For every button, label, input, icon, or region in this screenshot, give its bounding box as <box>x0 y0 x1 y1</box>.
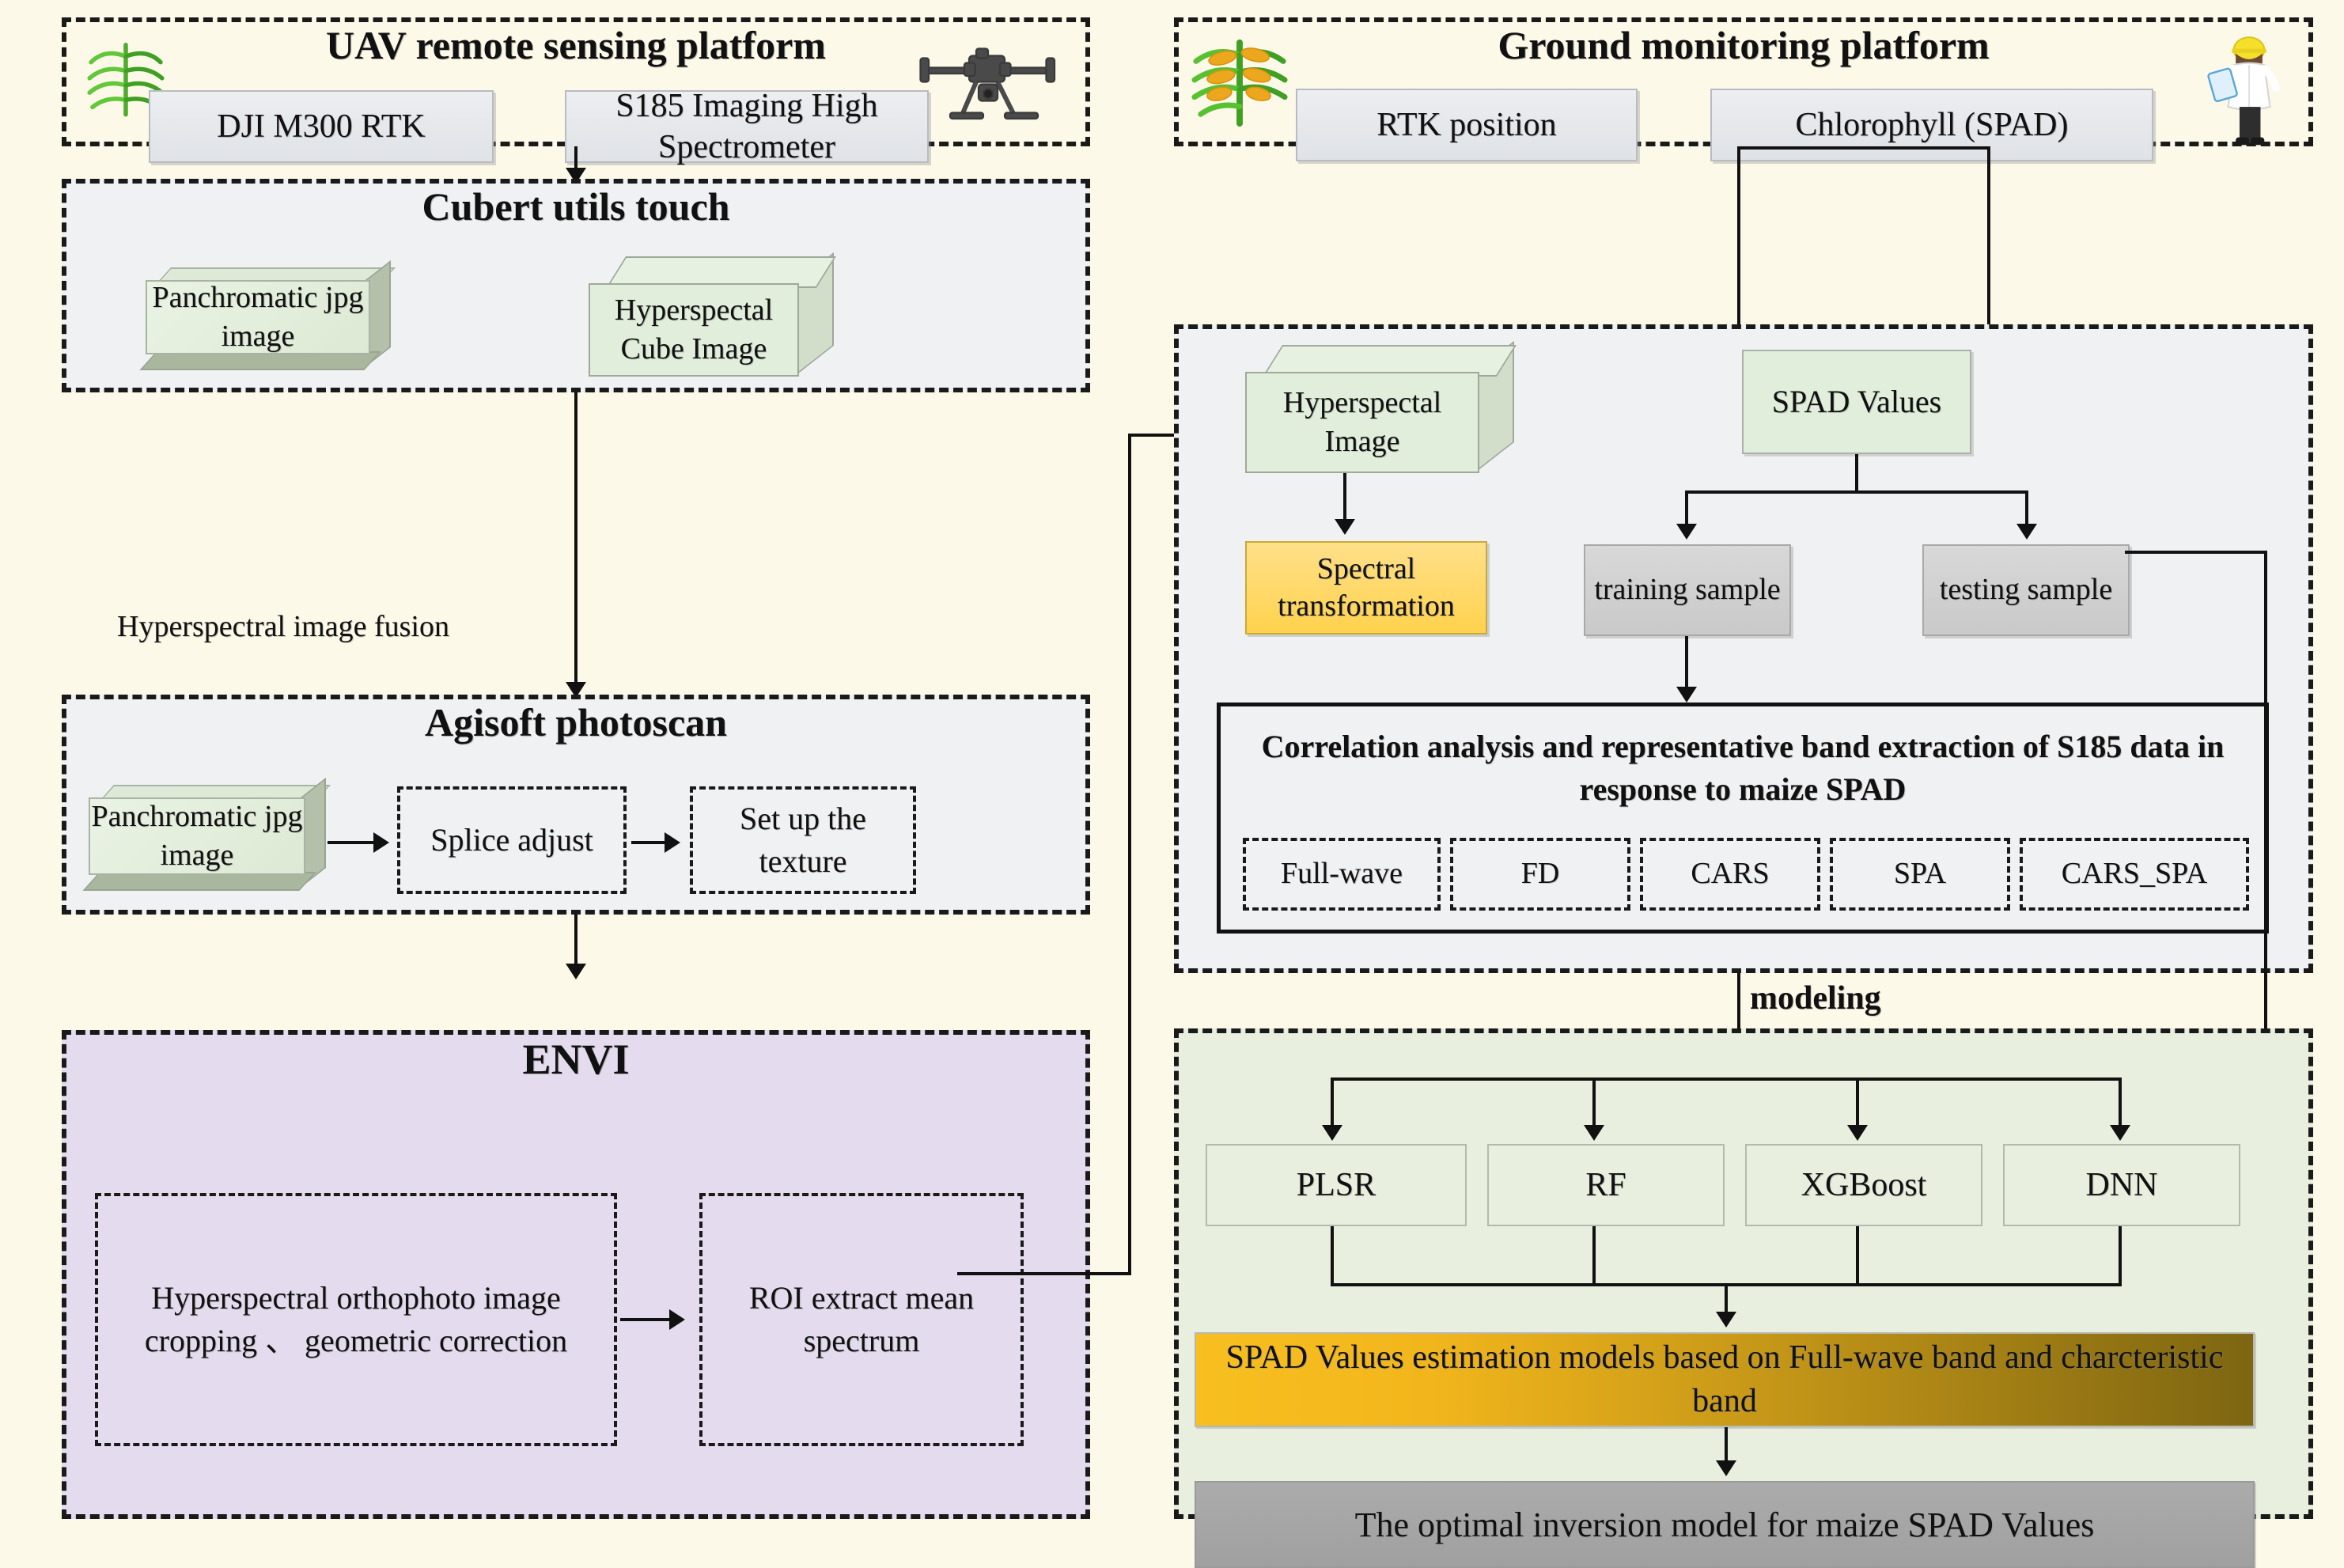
agisoft-step-splice-adjust[interactable]: Splice adjust <box>397 786 627 894</box>
arrow-estimation-to-optimal-head <box>1716 1460 1736 1476</box>
optimal-inversion-model-box[interactable]: The optimal inversion model for maize SP… <box>1195 1481 2255 1568</box>
agisoft-panel: Agisoft photoscan Panchromatic jpg image… <box>62 695 1090 915</box>
hyperspectral-cube-label: Hyperspectal Cube Image <box>589 283 799 377</box>
uav-box-spectrometer[interactable]: S185 Imaging High Spectrometer <box>565 88 929 165</box>
corn-plant-mature-icon <box>1191 39 1288 127</box>
arrow-ground-to-spad-line <box>1737 146 1740 343</box>
arrow-ground-to-spad-drop <box>1987 146 1990 343</box>
spectral-transformation-box[interactable]: Spectral transformation <box>1245 541 1487 634</box>
modeling-fanout-h2 <box>1584 1125 1604 1141</box>
arrow-cubert-to-agisoft-head <box>566 682 586 698</box>
method-box-cars-spa[interactable]: CARS_SPA <box>2020 838 2249 911</box>
connector-testing-down <box>2264 551 2267 1294</box>
cubert-panel: Cubert utils touch Panchromatic jpg imag… <box>62 179 1090 392</box>
hyperspectral-image-label: Hyperspectal Image <box>1245 372 1479 473</box>
panchromatic-jpg-label: Panchromatic jpg image <box>89 797 305 875</box>
analysis-panel: Hyperspectal Image Spectral transformati… <box>1174 324 2313 973</box>
scientist-icon <box>2207 36 2280 146</box>
hyperspectral-fusion-label: Hyperspectral image fusion <box>117 610 449 643</box>
correlation-analysis-title: Correlation analysis and representative … <box>1261 729 2225 807</box>
arrow-cube-to-spectral-line <box>1343 473 1346 527</box>
envi-step-cropping-correction[interactable]: Hyperspectral orthophoto image cropping … <box>95 1193 617 1446</box>
hyperspectral-cube-shape: Hyperspectal Cube Image <box>589 252 836 377</box>
hyperspectral-image-cube: Hyperspectal Image <box>1245 340 1517 473</box>
training-sample-box[interactable]: training sample <box>1584 544 1791 636</box>
modeling-fanin-head <box>1716 1312 1736 1327</box>
connector-roi-right-segment <box>957 1272 1131 1275</box>
drone-icon <box>919 47 1056 120</box>
correlation-analysis-box: Correlation analysis and representative … <box>1217 703 2269 934</box>
ground-platform-panel: Ground monitoring platform RTK position … <box>1174 17 2313 161</box>
panchromatic-jpg-label: Panchromatic jpg image <box>146 280 370 354</box>
spad-split-right-drop <box>2025 490 2028 530</box>
uav-platform-panel: UAV remote sensing platform DJI M300 RTK… <box>62 17 1090 165</box>
testing-sample-box[interactable]: testing sample <box>1922 544 2130 636</box>
arrow-pan-to-splice-head <box>373 832 389 853</box>
arrow-training-to-correlation-line <box>1685 636 1688 695</box>
model-box-rf[interactable]: RF <box>1487 1144 1725 1226</box>
method-box-full-wave[interactable]: Full-wave <box>1243 838 1441 911</box>
modeling-fanout-h4 <box>2110 1125 2130 1141</box>
modeling-fanout-h3 <box>1847 1125 1868 1141</box>
method-box-cars[interactable]: CARS <box>1640 838 1820 911</box>
arrow-cropping-to-roi-head <box>669 1309 685 1330</box>
connector-testing-right <box>2125 551 2267 554</box>
spad-values-box[interactable]: SPAD Values <box>1742 350 1971 454</box>
uav-box-dji[interactable]: DJI M300 RTK <box>149 90 494 163</box>
arrow-cubert-to-agisoft-line <box>574 392 577 691</box>
spad-split-left-head <box>1676 524 1697 540</box>
modeling-fanin-p3 <box>1856 1226 1859 1286</box>
arrow-analysis-to-modeling-line <box>1737 973 1740 1073</box>
modeling-fanout-h1 <box>1322 1125 1342 1141</box>
modeling-fanout-p1 <box>1331 1078 1334 1131</box>
ground-box-rtk-position[interactable]: RTK position <box>1296 89 1638 161</box>
model-box-dnn[interactable]: DNN <box>2003 1144 2240 1226</box>
modeling-fanin-p2 <box>1592 1226 1596 1286</box>
modeling-fanout-bar <box>1331 1078 2122 1081</box>
modeling-fanout-p3 <box>1856 1078 1859 1131</box>
uav-platform-title: UAV remote sensing platform <box>326 23 826 67</box>
spad-split-bar <box>1685 490 2028 494</box>
panchromatic-jpg-slab-agisoft: Panchromatic jpg image <box>82 777 331 896</box>
agisoft-step-set-up-texture[interactable]: Set up the texture <box>690 786 916 894</box>
arrow-agisoft-to-envi-head <box>566 964 586 979</box>
modeling-fanout-p4 <box>2119 1078 2122 1131</box>
model-box-plsr[interactable]: PLSR <box>1206 1144 1467 1226</box>
modeling-fanin-p4 <box>2119 1226 2122 1286</box>
arrow-training-to-correlation-head <box>1676 687 1697 703</box>
arrow-splice-to-texture-head <box>665 832 680 853</box>
modeling-fanout-p2 <box>1592 1078 1596 1131</box>
agisoft-title: Agisoft photoscan <box>425 700 727 744</box>
arrow-cropping-to-roi-line <box>620 1318 672 1321</box>
arrow-estimation-to-optimal-line <box>1725 1427 1728 1467</box>
arrow-uav-to-cubert-line <box>574 146 577 173</box>
corn-plant-icon <box>87 42 165 117</box>
connector-roi-up-segment <box>1128 434 1131 1274</box>
ground-box-chlorophyll[interactable]: Chlorophyll (SPAD) <box>1710 89 2153 161</box>
method-box-fd[interactable]: FD <box>1450 838 1630 911</box>
model-box-xgboost[interactable]: XGBoost <box>1745 1144 1982 1226</box>
cubert-title: Cubert utils touch <box>422 184 730 229</box>
ground-platform-title: Ground monitoring platform <box>1498 23 1990 67</box>
modeling-panel: PLSR RF XGBoost DNN SPAD Values estimati… <box>1174 1028 2313 1568</box>
modeling-fanin-stem <box>1725 1283 1728 1318</box>
arrow-ground-to-spad-bend <box>1737 146 1990 150</box>
arrow-splice-to-texture-line <box>631 841 668 844</box>
spad-split-right-head <box>2016 524 2037 540</box>
envi-panel: ENVI Hyperspectral orthophoto image crop… <box>62 1030 1090 1519</box>
arrow-cube-to-spectral-head <box>1335 519 1355 535</box>
envi-title: ENVI <box>522 1036 630 1083</box>
spad-split-left-drop <box>1685 490 1688 530</box>
method-box-spa[interactable]: SPA <box>1830 838 2010 911</box>
spad-split-stem <box>1855 454 1858 494</box>
panchromatic-jpg-slab-cubert: Panchromatic jpg image <box>139 259 396 375</box>
arrow-pan-to-splice-line <box>328 841 375 844</box>
modeling-label: modeling <box>1750 980 1881 1017</box>
arrow-agisoft-to-envi-line <box>574 915 577 970</box>
modeling-fanin-p1 <box>1331 1226 1334 1286</box>
envi-step-roi-extract[interactable]: ROI extract mean spectrum <box>699 1193 1024 1446</box>
spad-estimation-models-box[interactable]: SPAD Values estimation models based on F… <box>1195 1332 2255 1427</box>
